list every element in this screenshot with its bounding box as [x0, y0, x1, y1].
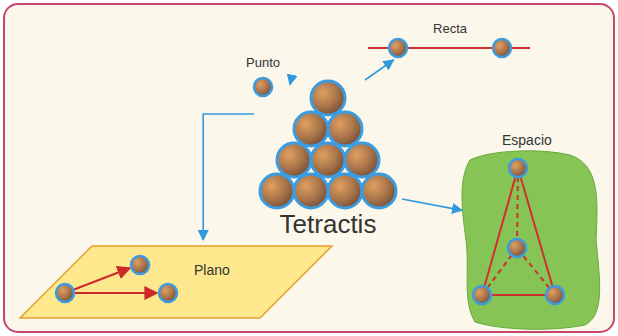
tetractis-balls [260, 81, 396, 208]
ball [509, 159, 527, 177]
connector-arrow [402, 199, 462, 210]
connector-arrow [365, 60, 394, 80]
space-node: Espacio [462, 132, 606, 328]
point-node: Punto [236, 56, 290, 100]
ball [131, 256, 149, 274]
tetrahedron [482, 168, 555, 295]
tetractis-node: Tetractis [254, 80, 402, 250]
ball [508, 239, 526, 257]
figure-title: Tetractis [254, 210, 402, 240]
figure-label: Punto [236, 56, 290, 71]
panel [4, 4, 614, 332]
figure-label: Recta [356, 22, 544, 37]
ball [493, 39, 511, 57]
line-node: Recta [356, 22, 544, 60]
space-blob [462, 151, 600, 329]
figure-label: Plano [194, 262, 230, 278]
ball [56, 284, 74, 302]
plane-parallelogram [20, 246, 332, 318]
figure-label: Espacio [502, 132, 552, 148]
connector-arrow [290, 80, 291, 85]
vector-arrow [65, 268, 130, 293]
connector-arrow [203, 114, 254, 240]
ball [546, 286, 564, 304]
ball [254, 78, 272, 96]
vector-arrow [65, 292, 157, 294]
ball [159, 284, 177, 302]
ball [389, 39, 407, 57]
plane-node: Plano [16, 240, 336, 322]
ball [473, 286, 491, 304]
